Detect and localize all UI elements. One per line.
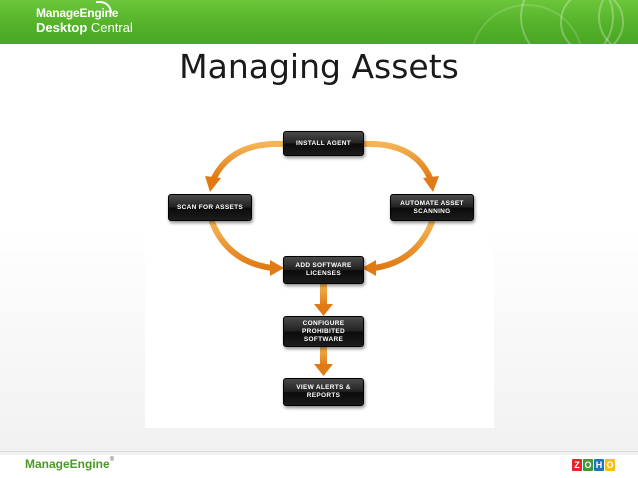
footer-logo-text: ManageEngine: [25, 457, 110, 471]
logo-product: Desktop Central: [36, 20, 133, 35]
header-band: ManageEngine Desktop Central: [0, 0, 638, 44]
footer-logo: ManageEngine®: [25, 457, 114, 471]
zoho-logo: Z O H O: [572, 459, 615, 471]
zoho-letter: H: [594, 459, 604, 471]
arrowhead-configure: [314, 304, 333, 316]
zoho-letter: O: [583, 459, 593, 471]
node-install-agent: Install Agent: [283, 131, 364, 156]
logo-product-rest: Central: [87, 20, 133, 35]
arrow-scan-to-add: [209, 219, 275, 271]
arrowhead-add-left: [270, 260, 284, 276]
node-add-software-licenses: Add Software Licenses: [283, 256, 364, 284]
node-view-alerts-reports: View Alerts & Reports: [283, 378, 364, 406]
arrow-configure-to-view: [320, 346, 327, 366]
arrowhead-add-right: [362, 260, 376, 276]
arrow-add-to-configure: [320, 284, 327, 306]
arrow-install-to-scan: [211, 140, 286, 181]
arrowhead-automate: [423, 176, 439, 192]
arrow-install-to-automate: [361, 140, 433, 181]
footer-logo-mark: ®: [109, 457, 115, 463]
node-scan-for-assets: Scan for Assets: [168, 194, 252, 221]
node-automate-asset-scanning: Automate Asset Scanning: [390, 194, 474, 221]
arrowhead-scan: [205, 176, 221, 192]
zoho-letter: O: [605, 459, 615, 471]
logo-product-bold: Desktop: [36, 20, 88, 35]
zoho-letter: Z: [572, 459, 582, 471]
slide-title: Managing Assets: [179, 47, 459, 86]
arrow-automate-to-add: [371, 219, 435, 271]
node-configure-prohibited-software: Configure Prohibited Software: [283, 316, 364, 347]
arrowhead-view: [314, 364, 333, 376]
footer-divider: [0, 451, 638, 452]
decor-swirl: [598, 0, 638, 44]
